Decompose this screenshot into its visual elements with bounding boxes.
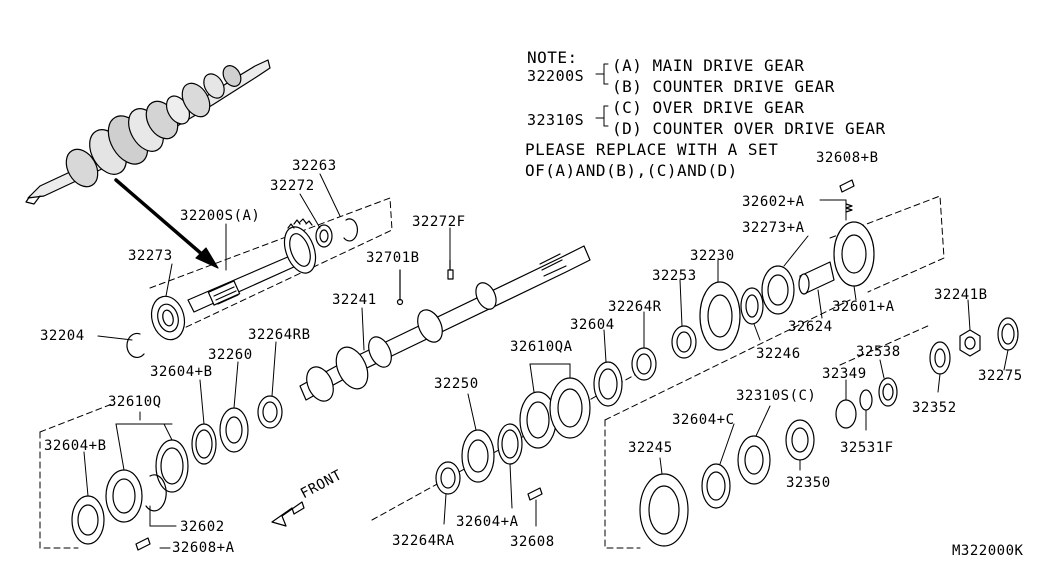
gear-32310S-C <box>737 435 771 485</box>
note-item-c: (C) OVER DRIVE GEAR <box>612 98 805 117</box>
label-32245: 32245 <box>628 440 673 456</box>
gear-32245 <box>639 473 689 547</box>
label-32610QA: 32610QA <box>510 339 573 355</box>
bearing-32273A <box>761 265 795 315</box>
label-32250: 32250 <box>434 376 479 392</box>
baulk-ring-32604C <box>701 463 731 509</box>
small-pin-32272F <box>447 259 454 280</box>
spring-32602A <box>845 203 853 213</box>
spacer-32246 <box>740 287 764 325</box>
label-32310S-C: 32310S(C) <box>736 388 817 404</box>
label-32350: 32350 <box>786 475 831 491</box>
needle-bearing-32264R <box>631 347 657 381</box>
spread-spring-32602 <box>145 474 167 512</box>
label-32264RA: 32264RA <box>392 533 455 549</box>
gear-32230 <box>699 281 741 351</box>
leader-lines <box>83 63 1009 549</box>
insert-32608B <box>839 179 855 193</box>
label-32608: 32608 <box>510 534 555 550</box>
label-32263: 32263 <box>292 158 337 174</box>
label-32264RB: 32264RB <box>248 327 311 343</box>
front-arrow <box>271 501 305 527</box>
bearing-32538 <box>878 377 898 407</box>
baulk-ring-32604B-lower <box>71 495 105 545</box>
needle-bearing-32350 <box>785 419 815 461</box>
label-32531F: 32531F <box>840 440 894 456</box>
label-32608A: 32608+A <box>172 540 235 556</box>
label-32602A: 32602+A <box>742 194 805 210</box>
label-32701B: 32701B <box>366 250 420 266</box>
assembled-shaft-illustration <box>25 59 271 205</box>
label-32260: 32260 <box>208 347 253 363</box>
washer-32531F <box>859 389 873 411</box>
shaft-32624 <box>798 261 835 295</box>
coupling-sleeve-32610Q <box>105 439 189 523</box>
label-32253: 32253 <box>652 268 697 284</box>
label-32604C: 32604+C <box>672 412 735 428</box>
gear-32260 <box>219 407 249 453</box>
spacer-32349 <box>835 399 857 429</box>
label-32241: 32241 <box>332 292 377 308</box>
label-32604B-lower: 32604+B <box>44 438 107 454</box>
note-item-a: (A) MAIN DRIVE GEAR <box>612 56 805 75</box>
label-32200S-A: 32200S(A) <box>180 208 261 224</box>
note-item-b: (B) COUNTER DRIVE GEAR <box>612 77 835 96</box>
label-32604: 32604 <box>570 317 615 333</box>
label-32608B: 32608+B <box>816 150 879 166</box>
baulk-ring-32604 <box>593 361 623 407</box>
note-group1-code: 32200S <box>527 67 585 85</box>
spacer-32253 <box>671 325 697 359</box>
coupling-sleeve-32610QA <box>519 377 591 449</box>
bearing-32275 <box>997 317 1019 351</box>
note-title: NOTE: <box>527 48 578 67</box>
label-32601A: 32601+A <box>832 299 895 315</box>
needle-bearing-32264RA <box>435 461 461 495</box>
bearing-32273 <box>150 295 186 341</box>
label-32272F: 32272F <box>412 214 466 230</box>
label-32246: 32246 <box>756 346 801 362</box>
baulk-ring-32604B-upper <box>191 423 217 465</box>
label-32264R: 32264R <box>608 299 662 315</box>
label-32538: 32538 <box>856 344 901 360</box>
note-group2-code: 32310S <box>527 111 585 129</box>
label-32610Q: 32610Q <box>108 394 162 410</box>
label-32275: 32275 <box>978 368 1023 384</box>
needle-bearing-32264RB <box>257 395 283 429</box>
label-32604B-upper: 32604+B <box>150 364 213 380</box>
gear-32250 <box>461 429 495 483</box>
label-32204: 32204 <box>40 328 85 344</box>
figure-id: M322000K <box>952 543 1024 559</box>
label-32352: 32352 <box>912 400 957 416</box>
nut-32241B <box>959 329 981 357</box>
bearing-32272 <box>315 224 333 248</box>
snap-ring-32263 <box>343 218 359 242</box>
insert-32608 <box>527 487 543 501</box>
washer-32352 <box>929 341 951 375</box>
label-32230: 32230 <box>690 248 735 264</box>
assembly-arrow <box>114 178 219 269</box>
note-item-d: (D) COUNTER OVER DRIVE GEAR <box>612 119 886 138</box>
label-32272: 32272 <box>270 178 315 194</box>
label-32349: 32349 <box>822 366 867 382</box>
label-32604A: 32604+A <box>456 514 519 530</box>
note-line1: PLEASE REPLACE WITH A SET <box>525 140 779 159</box>
snap-ring-32204 <box>126 332 145 359</box>
note-line2: OF(A)AND(B),(C)AND(D) <box>525 161 738 180</box>
main-shaft <box>299 245 591 402</box>
baulk-ring-32604A <box>497 423 523 465</box>
label-32273: 32273 <box>128 248 173 264</box>
oil-hole-32701B <box>396 269 404 306</box>
label-32624: 32624 <box>788 319 833 335</box>
main-drive-gear-32200S-A <box>283 218 317 274</box>
label-32602: 32602 <box>180 519 225 535</box>
label-32241B: 32241B <box>934 287 988 303</box>
label-32273A: 32273+A <box>742 220 805 236</box>
insert-32608A <box>135 537 151 551</box>
gear-32601A <box>833 221 875 287</box>
